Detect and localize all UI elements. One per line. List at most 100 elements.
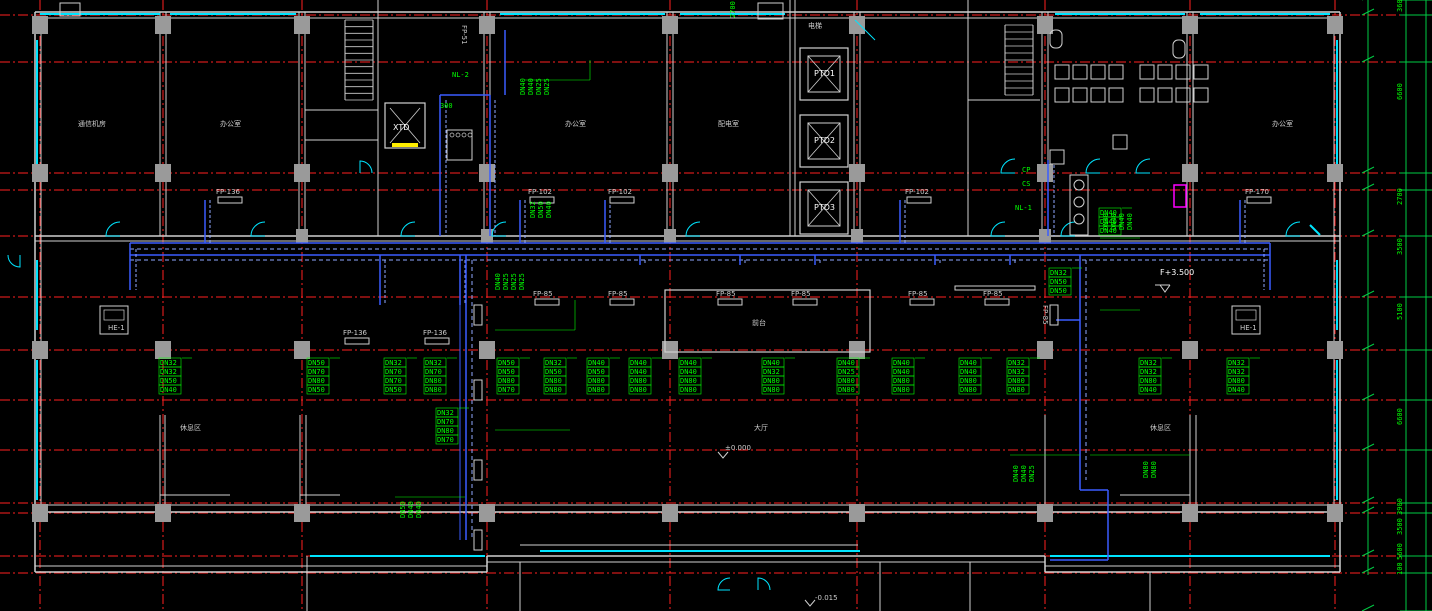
pipe-tag-cp: CP	[1022, 166, 1030, 174]
column	[481, 229, 493, 243]
pipe-size-label: DN40	[160, 386, 177, 394]
pipe-size-cell	[891, 384, 915, 395]
pipe-size-vertical: DN40	[1020, 465, 1028, 482]
fan-coil-label: FP-136	[216, 188, 241, 196]
pipe-tag-nl1: NL-1	[1015, 204, 1032, 212]
pipe-size-cell	[1098, 225, 1122, 236]
door-swing	[7, 254, 21, 268]
stair-box-label: XTD	[393, 123, 409, 132]
toilet-stall	[1193, 64, 1209, 80]
dimension-label: 5600	[1396, 543, 1404, 560]
door-swing	[1000, 158, 1016, 174]
pipe-size-cell	[628, 384, 652, 395]
dimension-label: 3500	[1396, 518, 1404, 535]
door-swing	[359, 160, 373, 174]
pipe-size-label: DN70	[437, 418, 454, 426]
pipe-size-label: DN70	[498, 386, 515, 394]
pipe-size-cell	[543, 384, 567, 395]
pipe-size-cell	[678, 384, 702, 395]
toilet-stall	[1175, 87, 1191, 103]
elevator-x	[807, 189, 841, 227]
pipe-size-label: DN80	[425, 386, 442, 394]
fan-coil-unit	[609, 298, 635, 306]
pipe-size-vertical: DN40	[1118, 213, 1126, 230]
pipe-size-label: DN70	[437, 436, 454, 444]
fan-coil-unit	[344, 337, 370, 345]
dimension-tick	[1361, 183, 1375, 191]
pipe-size-label: DN40	[838, 359, 855, 367]
pipe-size-label: DN32	[160, 368, 177, 376]
pipe-size-label: DN80	[1228, 377, 1245, 385]
yellow-marker	[392, 143, 418, 147]
column	[1037, 164, 1053, 182]
toilet-fixture	[1172, 39, 1186, 59]
pipe-size-label: DN50	[308, 359, 325, 367]
door-swing	[1060, 221, 1076, 237]
fan-coil-unit	[984, 298, 1010, 306]
pipe-size-cell	[435, 434, 459, 445]
room-label-r7: 大厅	[754, 423, 768, 432]
fan-coil-label: FP-85	[983, 290, 1003, 298]
pipe-size-label: DN32	[160, 359, 177, 367]
pipe-size-label: DN80	[630, 386, 647, 394]
air-handling-unit	[1231, 305, 1261, 335]
fan-coil-unit	[424, 337, 450, 345]
pipe-size-label: DN70	[385, 368, 402, 376]
fan-coil-unit	[906, 196, 932, 204]
elevator-x	[807, 122, 841, 160]
level-marker-0015: -0.015	[815, 594, 838, 602]
column	[662, 504, 678, 522]
toilet-stall	[1090, 87, 1106, 103]
pipe-size-label: DN32	[1228, 368, 1245, 376]
column	[1039, 229, 1051, 243]
pipe-tag-nl2: NL-2	[452, 71, 469, 79]
dimension-label: 3900	[1396, 498, 1404, 515]
door-swing	[990, 221, 1006, 237]
pipe-size-cell	[158, 384, 182, 395]
stair-box-x	[389, 107, 421, 144]
pipe-size-label: DN25	[838, 368, 855, 376]
fan-coil-label: FP-85	[716, 290, 736, 298]
pipe-size-vertical: DN25	[502, 273, 510, 290]
column	[1327, 16, 1343, 34]
column	[155, 341, 171, 359]
elevator-x	[807, 55, 841, 93]
fan-coil-unit	[217, 196, 243, 204]
elevator-shaft	[799, 181, 849, 235]
level-triangle	[1159, 284, 1171, 293]
pipe-size-label: DN80	[630, 377, 647, 385]
pipe-size-label: DN80	[838, 377, 855, 385]
pipe-size-label: DN40	[588, 359, 605, 367]
fan-coil-unit-vertical	[473, 529, 483, 551]
column	[32, 341, 48, 359]
fan-coil-unit	[534, 298, 560, 306]
fan-coil-label: FP-85	[533, 290, 553, 298]
fan-coil-unit	[1246, 196, 1272, 204]
dimension-label: 3600	[1396, 0, 1404, 12]
column	[32, 504, 48, 522]
column	[479, 504, 495, 522]
fan-coil-unit	[909, 298, 935, 306]
pipe-size-label: DN32	[1140, 359, 1157, 367]
pipe-size-vertical: DN40	[527, 78, 535, 95]
door-swing	[1285, 221, 1301, 237]
dimension-label: 3500	[1396, 238, 1404, 255]
pipe-size-vertical: DN32	[529, 201, 537, 218]
column	[1182, 341, 1198, 359]
pipe-size-label: DN32	[1228, 359, 1245, 367]
toilet-stall	[1193, 87, 1209, 103]
pipe-size-cell	[958, 384, 982, 395]
room-label-r9: 前台	[752, 318, 766, 327]
pipe-size-label: DN80	[893, 386, 910, 394]
level-marker-0000: ±0.000	[725, 444, 751, 452]
column	[1182, 504, 1198, 522]
fan-coil-unit	[792, 298, 818, 306]
pipe-size-label: DN40	[960, 368, 977, 376]
column	[479, 16, 495, 34]
pipe-size-label: DN80	[1140, 377, 1157, 385]
pipe-size-vertical: DN80	[1142, 461, 1150, 478]
pipe-size-label: DN40	[1100, 227, 1117, 235]
pipe-size-cell	[1048, 285, 1072, 296]
